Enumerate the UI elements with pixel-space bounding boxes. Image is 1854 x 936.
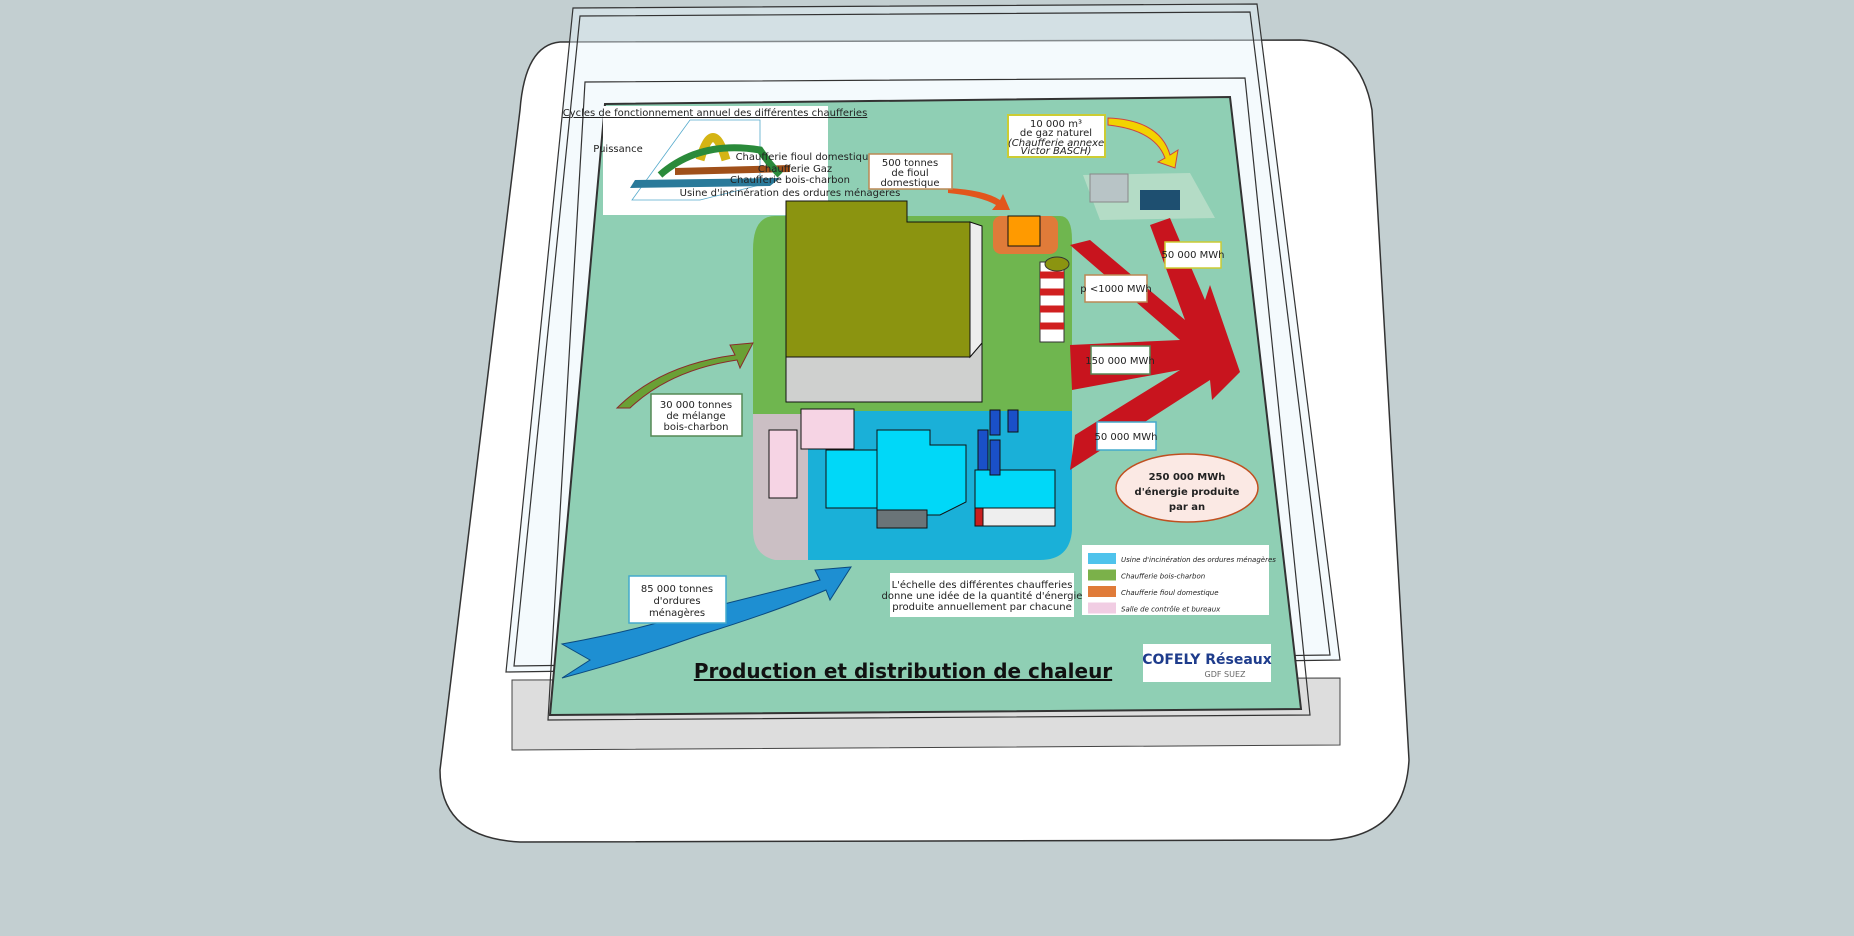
svg-text:par an: par an [1169,502,1205,513]
svg-text:L'échelle des différentes chau: L'échelle des différentes chaufferies [892,579,1073,591]
label-scale-note: L'échelle des différentes chaufferies do… [882,573,1083,617]
svg-text:(Chaufferie annexe: (Chaufferie annexe [1008,138,1104,149]
arrow-bois-charbon [615,342,754,409]
chart-legend-4: Usine d'incinération des ordures ménagèr… [680,187,901,199]
gas-site [1083,173,1215,220]
svg-text:de mélange: de mélange [666,410,725,422]
legend-label: Usine d'incinération des ordures ménagèr… [1121,556,1276,564]
chart-legend-3: Chaufferie bois-charbon [730,175,850,186]
svg-text:150 000 MWh: 150 000 MWh [1085,356,1154,367]
legend-swatch [1088,586,1116,597]
chimney [1039,256,1070,343]
svg-text:50 000 MWh: 50 000 MWh [1094,432,1157,443]
svg-text:250 000 MWh: 250 000 MWh [1149,472,1226,483]
svg-text:10 000 m³: 10 000 m³ [1030,119,1082,130]
svg-text:de fioul: de fioul [891,168,928,179]
legend: Usine d'incinération des ordures ménagèr… [1082,545,1276,615]
building-fioul [993,215,1058,254]
svg-text:COFELY Réseaux: COFELY Réseaux [1142,652,1272,668]
svg-text:bois-charbon: bois-charbon [664,422,729,433]
svg-text:produite annuellement par chac: produite annuellement par chacune [892,602,1071,613]
board-title: Production et distribution de chaleur [694,659,1112,683]
label-mwh-bois: 150 000 MWh [1085,345,1155,375]
building-usine [825,409,1056,529]
label-total: 250 000 MWh d'énergie produite par an [1115,453,1259,523]
building-bureaux [768,408,855,499]
label-mwh-top: 50 000 MWh [1161,241,1225,269]
svg-text:d'énergie produite: d'énergie produite [1135,486,1240,498]
chart-ylabel: Puissance [593,144,643,155]
svg-text:Victor BASCH): Victor BASCH) [1021,146,1092,157]
svg-text:GDF SUEZ: GDF SUEZ [1205,670,1246,679]
chart-title: Cycles de fonctionnement annuel des diff… [563,107,868,119]
svg-text:30 000 tonnes: 30 000 tonnes [660,400,732,411]
svg-text:de gaz naturel: de gaz naturel [1020,128,1092,139]
svg-text:ménagères: ménagères [649,607,705,619]
cofely-logo: COFELY Réseaux GDF SUEZ [1142,644,1272,682]
arrow-fioul [948,188,1010,210]
building-bois-charbon [785,200,983,403]
label-bois: 30 000 tonnes de mélange bois-charbon [650,393,743,437]
legend-label: Salle de contrôle et bureaux [1121,606,1221,614]
label-ordures: 85 000 tonnes d'ordures ménagères [628,575,727,624]
chart-legend-1: Chaufferie fioul domestique [736,152,875,163]
svg-text:p <1000 MWh: p <1000 MWh [1080,284,1151,295]
label-mwh-usine: 50 000 MWh [1094,421,1158,451]
svg-text:d'ordures: d'ordures [653,596,700,607]
legend-label: Chaufferie bois-charbon [1121,573,1205,581]
legend-swatch [1088,553,1116,564]
svg-text:50 000 MWh: 50 000 MWh [1161,250,1224,261]
legend-swatch [1088,569,1116,581]
label-fioul: 500 tonnes de fioul domestique [868,153,953,190]
svg-text:85 000 tonnes: 85 000 tonnes [641,584,713,595]
label-mwh-fioul: p <1000 MWh [1080,274,1152,303]
arrow-gaz [1107,117,1179,169]
label-gaz: 10 000 m³ de gaz naturel (Chaufferie ann… [1007,114,1106,158]
legend-label: Chaufferie fioul domestique [1121,589,1219,597]
legend-swatch [1088,602,1116,614]
svg-text:donne une idée de la quantité: donne une idée de la quantité d'énergie [882,590,1083,602]
svg-text:domestique: domestique [880,178,939,189]
svg-text:500 tonnes: 500 tonnes [882,158,938,169]
chart-inset: Cycles de fonctionnement annuel des diff… [563,106,901,215]
chart-legend-2: Chaufferie Gaz [758,164,832,175]
